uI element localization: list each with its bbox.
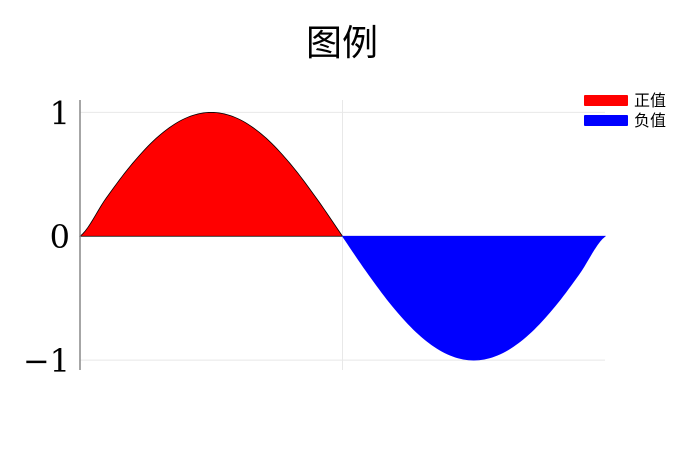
plot-area	[78, 111, 607, 361]
area-positive	[78, 111, 344, 237]
legend-label: 正值	[634, 91, 666, 110]
legend-swatch	[584, 95, 628, 106]
y-tick-label: 1	[50, 94, 70, 132]
legend-swatch	[584, 115, 628, 126]
y-tick-label: 0	[50, 218, 70, 256]
legend-label: 负值	[634, 111, 666, 130]
y-tick-label: −1	[23, 342, 70, 380]
y-tick-labels: 1 0 −1	[23, 94, 70, 380]
area-negative	[341, 235, 607, 361]
chart-title: 图例	[306, 23, 378, 64]
